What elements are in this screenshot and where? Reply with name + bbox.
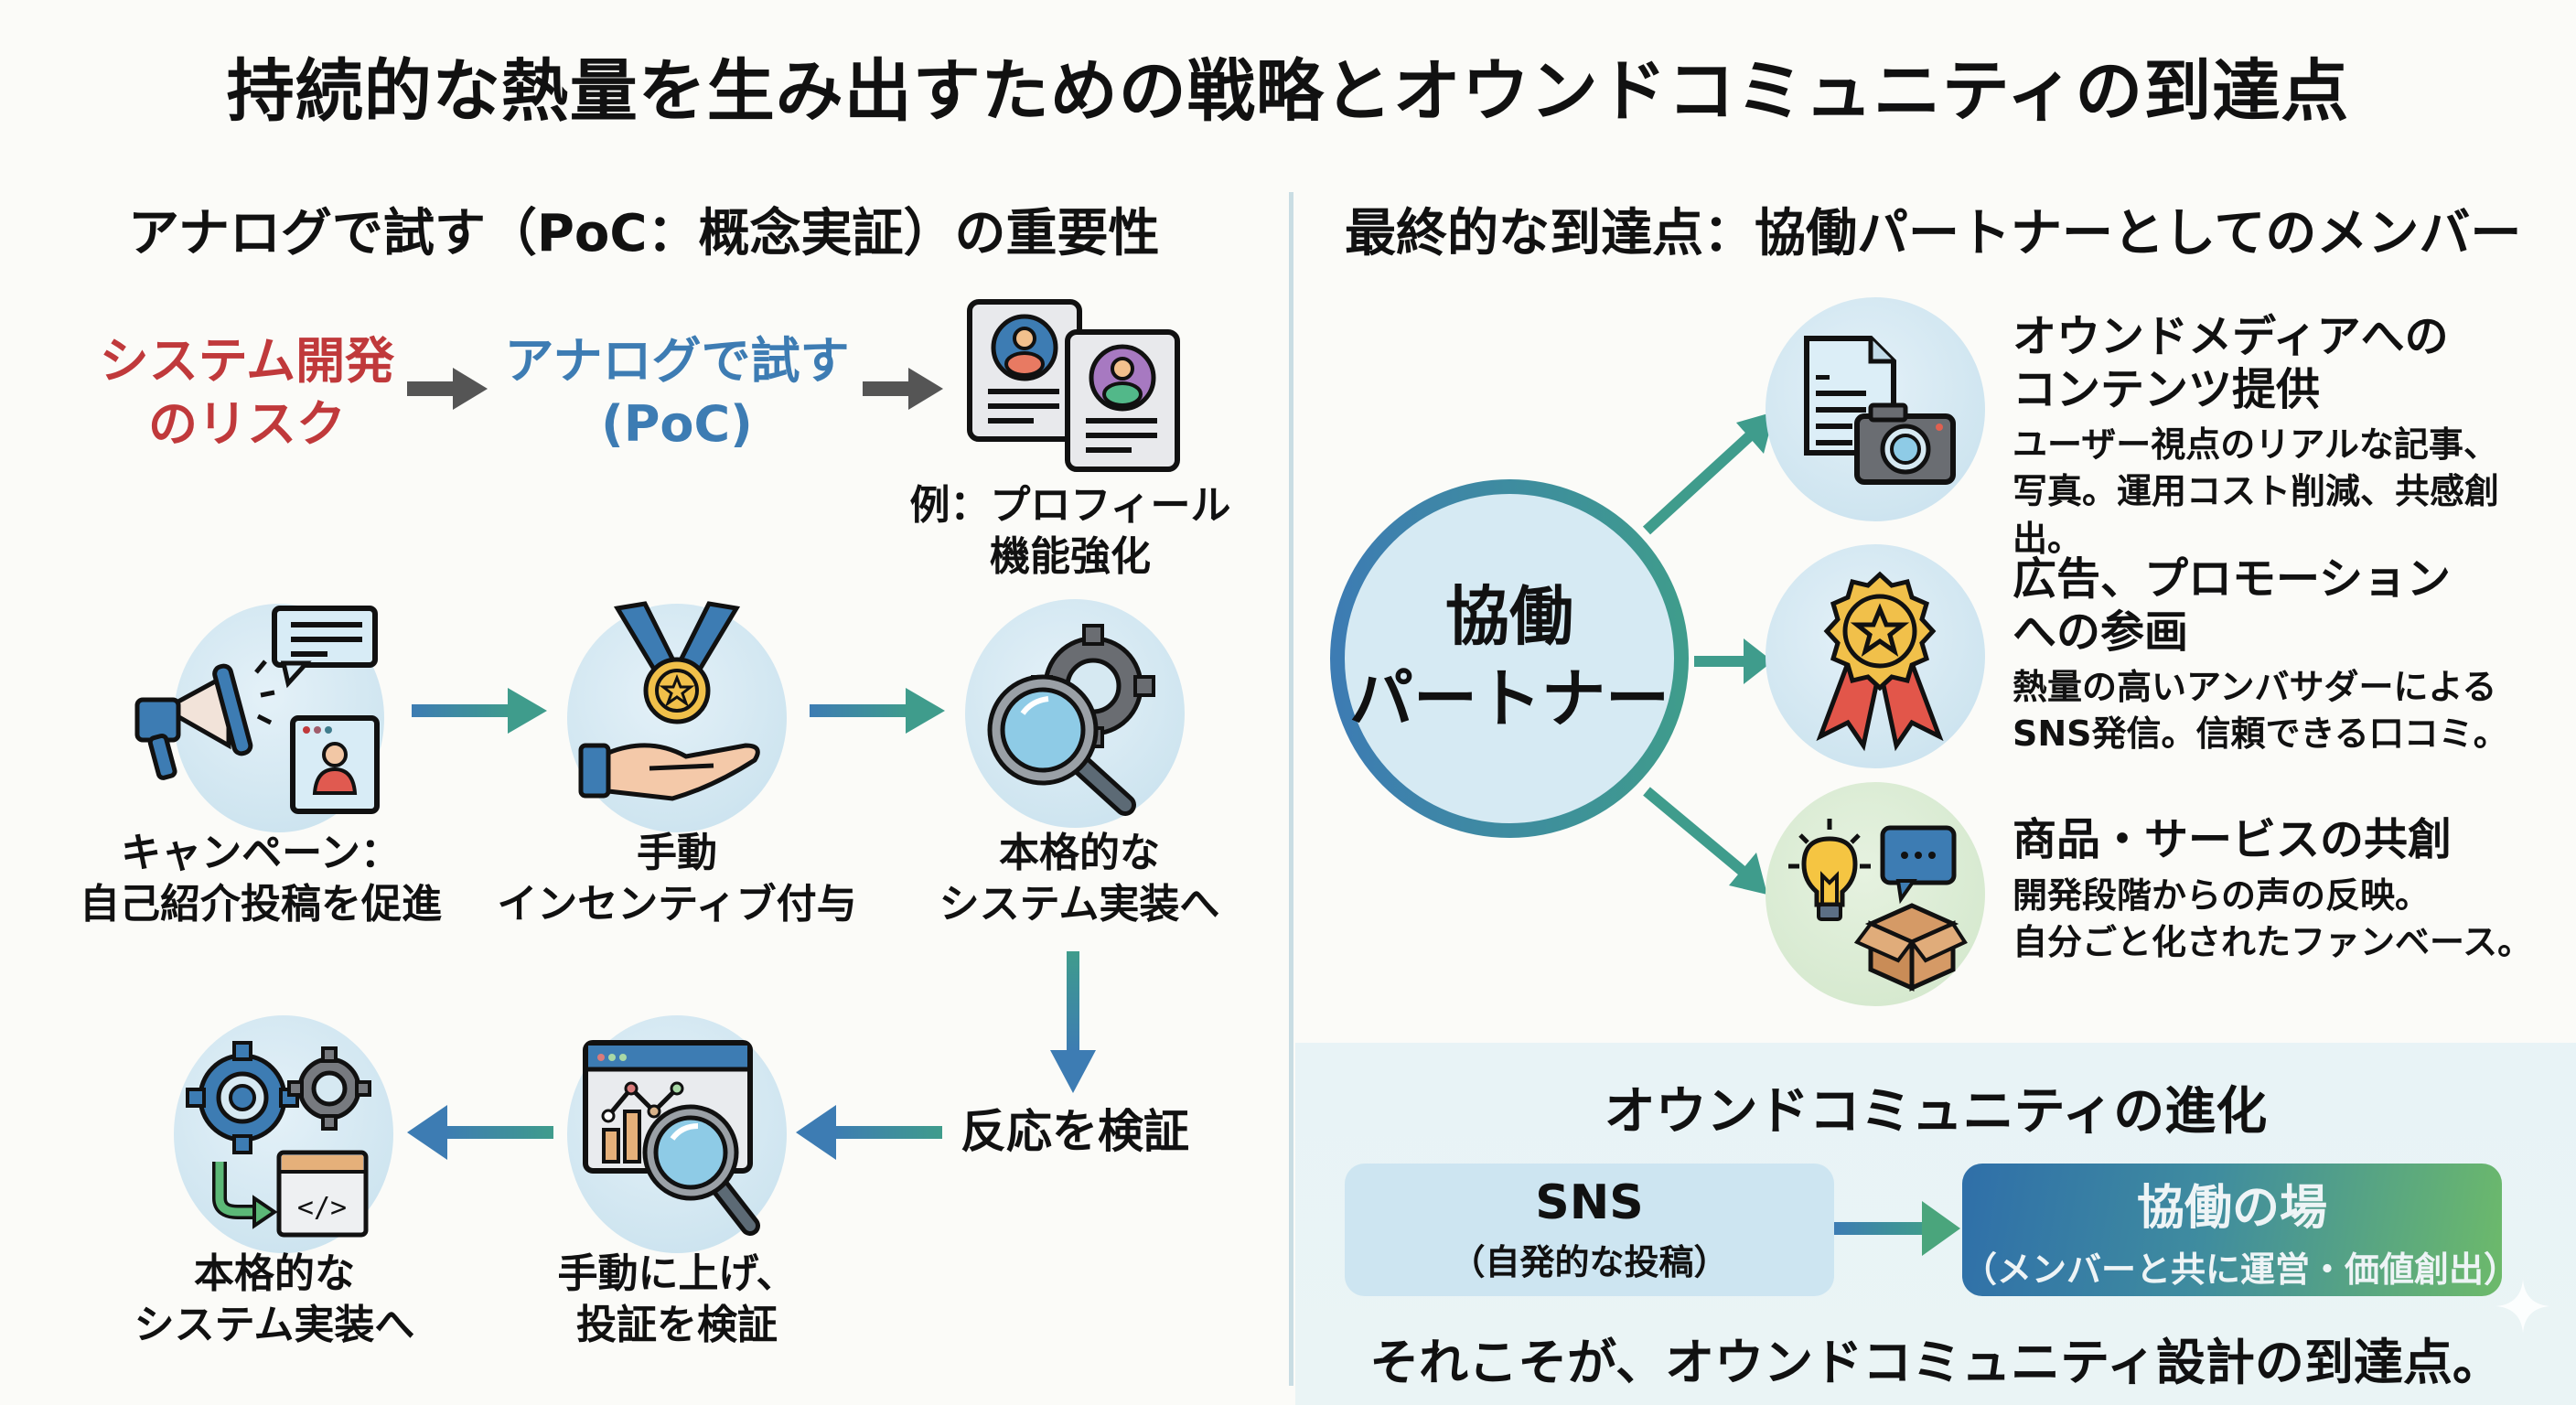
document-camera-icon <box>1804 336 1956 485</box>
role-content: オウンドメディアへの コンテンツ提供 ユーザー視点のリアルな記事、 写真。運用コ… <box>2012 311 2561 563</box>
evolution-arrow <box>1834 1201 1960 1256</box>
step-label-analytics: 手動に上げ、 投証を検証 <box>557 1250 797 1349</box>
role-title: オウンドメディアへの コンテンツ提供 <box>2012 311 2449 415</box>
role-title: 広告、プロモーション への参画 <box>2012 553 2452 658</box>
gray-arrow-2 <box>863 368 943 410</box>
evolution-from-subtitle: （自発的な投稿） <box>1450 1242 1729 1282</box>
poc-label: アナログで試す (PoC) <box>504 332 850 454</box>
evolution-to-title: 協働の場 <box>2136 1180 2327 1236</box>
branch-arrows <box>1642 412 1775 895</box>
branch-arrow-top <box>1642 425 1761 535</box>
risk-label: システム開発 のリスク <box>99 332 395 454</box>
step-label-verify: 反応を検証 <box>961 1105 1189 1158</box>
role-description: 開発段階からの声の反映。 自分ごと化されたファンベース。 <box>2012 874 2533 962</box>
conclusion-text: それこそが、オウンドコミュニティ設計の到達点。 <box>1369 1334 2502 1391</box>
role-promotion: 広告、プロモーション への参画 熱量の高いアンバサダーによる SNS発信。信頼で… <box>2012 553 2561 758</box>
evolution-from-title: SNS <box>1535 1175 1644 1230</box>
role-cocreation: 商品・サービスの共創 開発段階からの声の反映。 自分ごと化されたファンベース。 <box>2012 814 2561 966</box>
step-label-implementation: 本格的な システム実装へ <box>134 1250 415 1349</box>
left-section-heading: アナログで試す（PoC：概念実証）の重要性 <box>128 204 1160 263</box>
analytics-browser-icon <box>583 1040 760 1236</box>
example-label: 例：プロフィール 機能強化 <box>909 482 1231 581</box>
right-section-heading: 最終的な到達点：協働パートナーとしてのメンバー <box>1345 204 2522 263</box>
evolution-from-box: SNS （自発的な投稿） <box>1345 1164 1834 1296</box>
medal-hand-icon <box>578 601 760 801</box>
hub-circle <box>1330 479 1689 838</box>
flow-arrow-down <box>1050 951 1096 1093</box>
idea-box-icon <box>1788 819 1968 992</box>
flow-arrow-right-2 <box>810 688 945 734</box>
step-label-system: 本格的な システム実装へ <box>939 830 1220 928</box>
flow-arrow-right-1 <box>412 688 547 734</box>
svg-text:</>: </> <box>297 1192 347 1224</box>
award-badge-icon <box>1816 571 1944 752</box>
step-label-incentive: 手動 インセンティブ付与 <box>497 830 857 928</box>
hub-label: 協働 パートナー <box>1349 579 1669 736</box>
flow-arrow-left-1 <box>796 1105 942 1160</box>
evolution-to-subtitle: （メンバーと共に運営・価値創出） <box>1962 1249 2519 1290</box>
profile-cards-icon <box>967 299 1180 472</box>
gears-code-icon: </> <box>186 1041 371 1238</box>
evolution-heading: オウンドコミュニティの進化 <box>1604 1082 2268 1142</box>
page-title: 持続的な熱量を生み出すための戦略とオウンドコミュニティの到達点 <box>226 52 2350 131</box>
magnifier-gear-icon <box>987 624 1155 816</box>
flow-arrow-left-2 <box>407 1105 553 1160</box>
role-title: 商品・サービスの共創 <box>2012 814 2453 865</box>
section-divider <box>1289 192 1293 1386</box>
role-description: 熱量の高いアンバサダーによる SNS発信。信頼できる口コミ。 <box>2012 667 2508 755</box>
gray-arrow-1 <box>407 368 488 410</box>
evolution-to-box: 協働の場 （メンバーと共に運営・価値創出） <box>1962 1164 2519 1296</box>
megaphone-icon <box>134 606 380 814</box>
role-description: ユーザー視点のリアルな記事、 写真。運用コスト削減、共感創出。 <box>2012 424 2500 559</box>
step-label-campaign: キャンペーン： 自己紹介投稿を促進 <box>80 830 442 928</box>
sparkle-icon <box>2496 1279 2550 1334</box>
branch-arrow-bottom <box>1643 787 1749 878</box>
